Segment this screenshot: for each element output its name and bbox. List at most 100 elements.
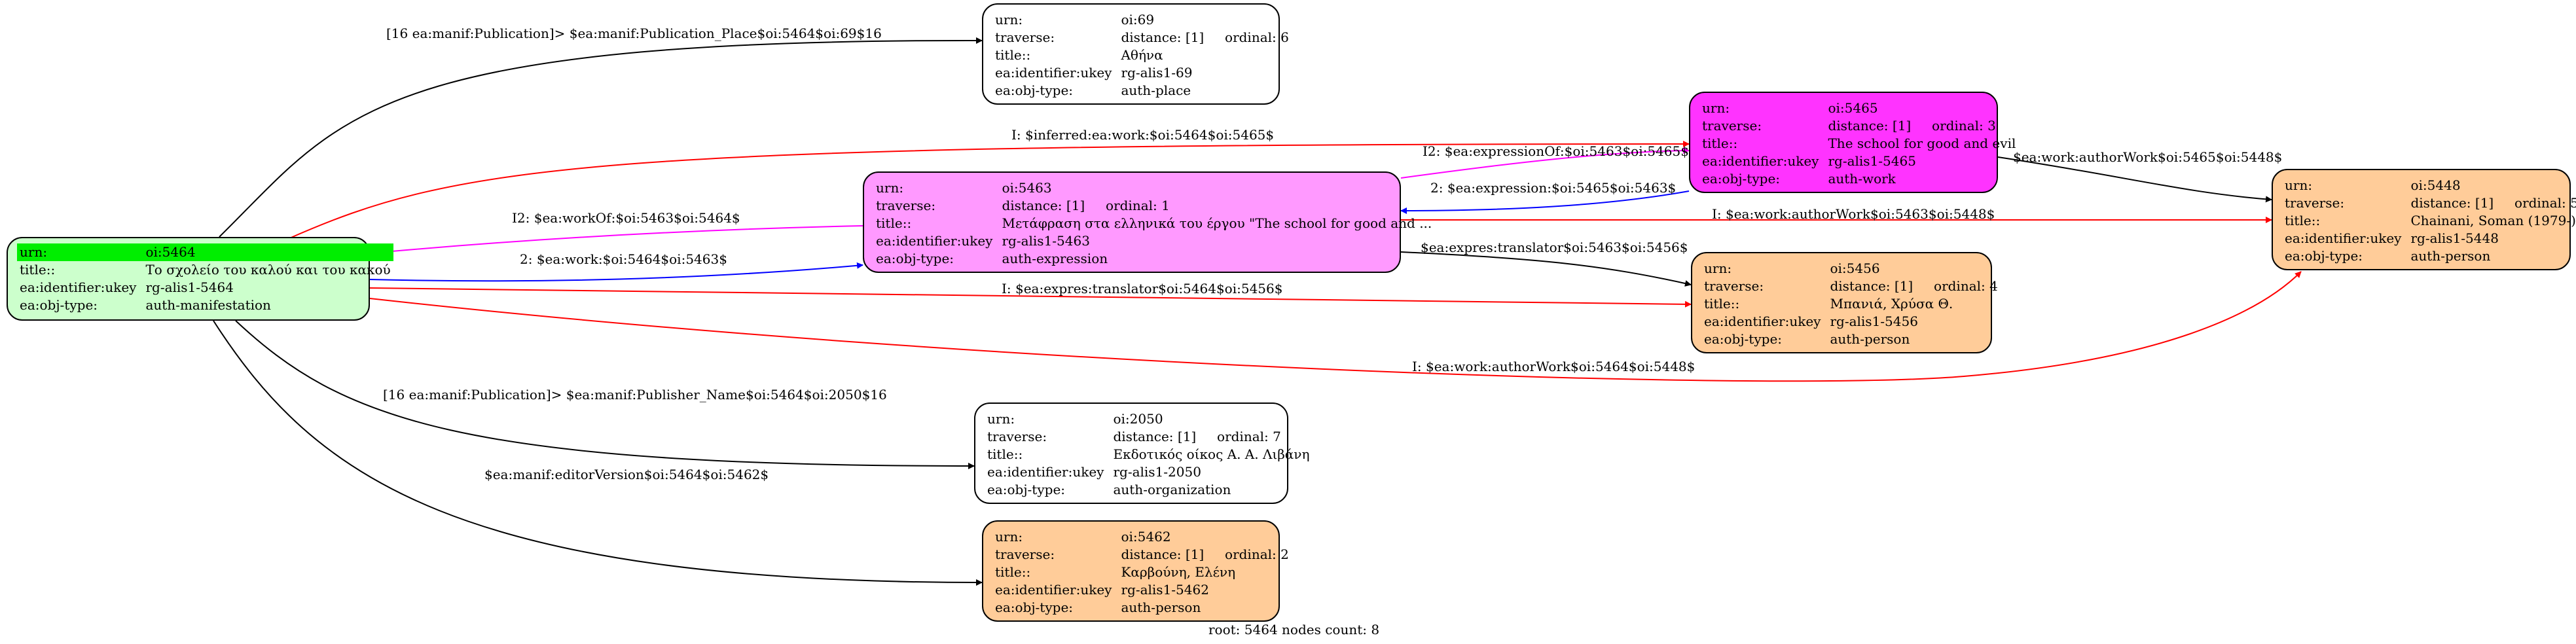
edge-root-author-work: [369, 271, 2302, 382]
node-field-key: urn:: [995, 529, 1023, 545]
node-field-value: rg-alis1-5465: [1828, 153, 1916, 169]
node-field-key: ea:obj-type:: [1702, 171, 1781, 187]
graph-footer: root: 5464 nodes count: 8: [1208, 622, 1380, 637]
node-field-value: distance: [1] ordinal: 4: [1830, 278, 1998, 294]
node-field-key: traverse:: [876, 198, 936, 213]
node-row-urn: urn:oi:5464: [17, 243, 393, 261]
node-field-key: ea:identifier:ukey: [987, 464, 1104, 480]
node-field-value: oi:5464: [143, 243, 393, 261]
node-field-key: ea:obj-type:: [995, 82, 1074, 98]
node-field-value: Το σχολείο του καλού και του κακού: [145, 262, 391, 277]
node-field-value: auth-manifestation: [145, 297, 271, 313]
node-field-value: oi:5448: [2410, 177, 2461, 193]
node-field-value: Μετάφραση στα ελληνικά του έργου "The sc…: [1002, 215, 1432, 231]
node-field-key: traverse:: [987, 429, 1047, 444]
node-field-value: auth-person: [2410, 248, 2491, 264]
node-field-value: auth-work: [1828, 171, 1896, 187]
node-field-value: oi:5463: [1002, 180, 1052, 196]
node-field-key: ea:identifier:ukey: [995, 65, 1112, 80]
edge-label-work-of: I2: $ea:workOf:$oi:5463$oi:5464$: [512, 210, 740, 226]
node-field-value: Αθήνα: [1121, 47, 1163, 63]
edge-label-work: 2: $ea:work:$oi:5464$oi:5463$: [520, 251, 727, 267]
node-field-key: title::: [1702, 135, 1738, 151]
edge-label-expression-of: I2: $ea:expressionOf:$oi:5463$oi:5465$: [1423, 143, 1689, 159]
node-field-value: distance: [1] ordinal: 2: [1121, 546, 1289, 562]
node-manifestation-5464[interactable]: urn:oi:5464 title::Το σχολείο του καλού …: [7, 237, 393, 321]
node-field-value: rg-alis1-5462: [1121, 582, 1209, 598]
node-field-value: distance: [1] ordinal: 3: [1828, 118, 1996, 134]
edge-label-expression-author-work: I: $ea:work:authorWork$oi:5463$oi:5448$: [1712, 206, 1995, 222]
node-field-value: oi:5465: [1828, 100, 1878, 116]
node-field-key: urn:: [1704, 260, 1732, 276]
node-field-value: distance: [1] ordinal: 5: [2410, 195, 2576, 211]
node-field-key: urn:: [17, 243, 143, 261]
node-field-key: title::: [20, 262, 56, 277]
edge-expression-of: [1400, 147, 1690, 179]
node-field-key: ea:identifier:ukey: [1704, 313, 1821, 329]
node-field-value: rg-alis1-5456: [1830, 313, 1918, 329]
node-field-key: traverse:: [995, 29, 1055, 45]
node-person-5462[interactable]: urn: oi:5462 traverse: distance: [1] ordin…: [982, 520, 1289, 622]
node-person-5456[interactable]: urn:oi:5456 traverse:distance: [1] ordin…: [1691, 252, 1998, 353]
edge-work-author-work: [1997, 156, 2272, 203]
node-field-value: oi:5456: [1830, 260, 1880, 276]
node-field-value: Μπανιά, Χρύσα Θ.: [1830, 296, 1953, 312]
node-field-key: title::: [2285, 213, 2321, 228]
node-field-value: auth-person: [1830, 331, 1910, 347]
node-field-key: title::: [987, 446, 1023, 462]
node-expression-5463[interactable]: urn: oi:5463 traverse: distance: [1] ordin…: [863, 171, 1432, 273]
node-field-value: distance: [1] ordinal: 1: [1002, 198, 1170, 213]
edge-expression: [1400, 190, 1690, 214]
node-field-key: title::: [1704, 296, 1740, 312]
node-field-key: ea:obj-type:: [20, 297, 98, 313]
node-field-value: rg-alis1-69: [1121, 65, 1193, 80]
node-row-objtype: ea:obj-type: auth-manifestation: [17, 296, 393, 314]
edge-label-translator: I: $ea:expres:translator$oi:5464$oi:5456…: [1002, 281, 1282, 296]
edge-label-publication-place: [16 ea:manif:Publication]> $ea:manif:Pub…: [386, 26, 882, 41]
node-field-value: Καρβούνη, Ελένη: [1121, 564, 1236, 580]
node-field-key: title::: [876, 215, 912, 231]
node-field-value: auth-expression: [1002, 251, 1108, 266]
node-field-value: rg-alis1-2050: [1113, 464, 1201, 480]
edge-label-expression-translator: $ea:expres:translator$oi:5463$oi:5456$: [1421, 240, 1688, 255]
node-field-value: Chainani, Soman (1979-): [2410, 213, 2576, 228]
node-field-key: traverse:: [1702, 118, 1762, 134]
node-row-title: title::Το σχολείο του καλού και του κακο…: [17, 261, 393, 279]
edge-label-publisher-name: [16 ea:manif:Publication]> $ea:manif:Pub…: [383, 387, 887, 402]
node-place-69[interactable]: urn:oi:69 traverse:distance: [1] ordinal…: [982, 3, 1289, 105]
node-person-5448[interactable]: urn:oi:5448 traverse:distance: [1] ordin…: [2272, 169, 2576, 270]
node-field-key: ea:identifier:ukey: [995, 582, 1112, 598]
node-field-key: title::: [995, 47, 1031, 63]
node-field-value: oi:2050: [1113, 411, 1163, 427]
node-field-key: title::: [995, 564, 1031, 580]
node-field-value: rg-alis1-5463: [1002, 233, 1090, 249]
node-field-value: rg-alis1-5448: [2410, 230, 2499, 246]
node-field-key: ea:obj-type:: [995, 599, 1074, 615]
node-field-key: urn:: [987, 411, 1015, 427]
node-work-5465[interactable]: urn: oi:5465 traverse: distance: [1] ordin…: [1689, 92, 2016, 193]
node-field-key: ea:identifier:ukey: [20, 279, 137, 295]
node-field-value: Εκδοτικός οίκος Α. Α. Λιβάνη: [1113, 446, 1310, 462]
edge-label-expression: 2: $ea:expression:$oi:5465$oi:5463$: [1430, 180, 1676, 196]
node-field-value: oi:5462: [1121, 529, 1171, 545]
node-field-key: ea:obj-type:: [1704, 331, 1783, 347]
node-field-key: ea:obj-type:: [987, 482, 1066, 497]
node-field-key: urn:: [1702, 100, 1730, 116]
node-field-value: The school for good and evil: [1828, 135, 2016, 151]
node-field-value: auth-place: [1121, 82, 1191, 98]
node-field-value: oi:69: [1121, 12, 1155, 27]
node-field-key: ea:identifier:ukey: [2285, 230, 2402, 246]
node-organization-2050[interactable]: urn:oi:2050 traverse:distance: [1] ordin…: [974, 402, 1309, 504]
edge-work: [369, 262, 863, 282]
node-field-key: urn:: [2285, 177, 2313, 193]
edge-expression-translator: [1400, 251, 1692, 287]
edge-label-work-author-work: $ea:work:authorWork$oi:5465$oi:5448$: [2013, 149, 2282, 165]
node-field-key: ea:obj-type:: [876, 251, 954, 266]
edge-label-inferred-work: I: $inferred:ea:work:$oi:5464$oi:5465$: [1011, 127, 1274, 143]
node-field-key: urn:: [876, 180, 904, 196]
edge-publisher-name: [235, 320, 975, 469]
node-field-key: ea:identifier:ukey: [1702, 153, 1819, 169]
node-field-key: traverse:: [995, 546, 1055, 562]
